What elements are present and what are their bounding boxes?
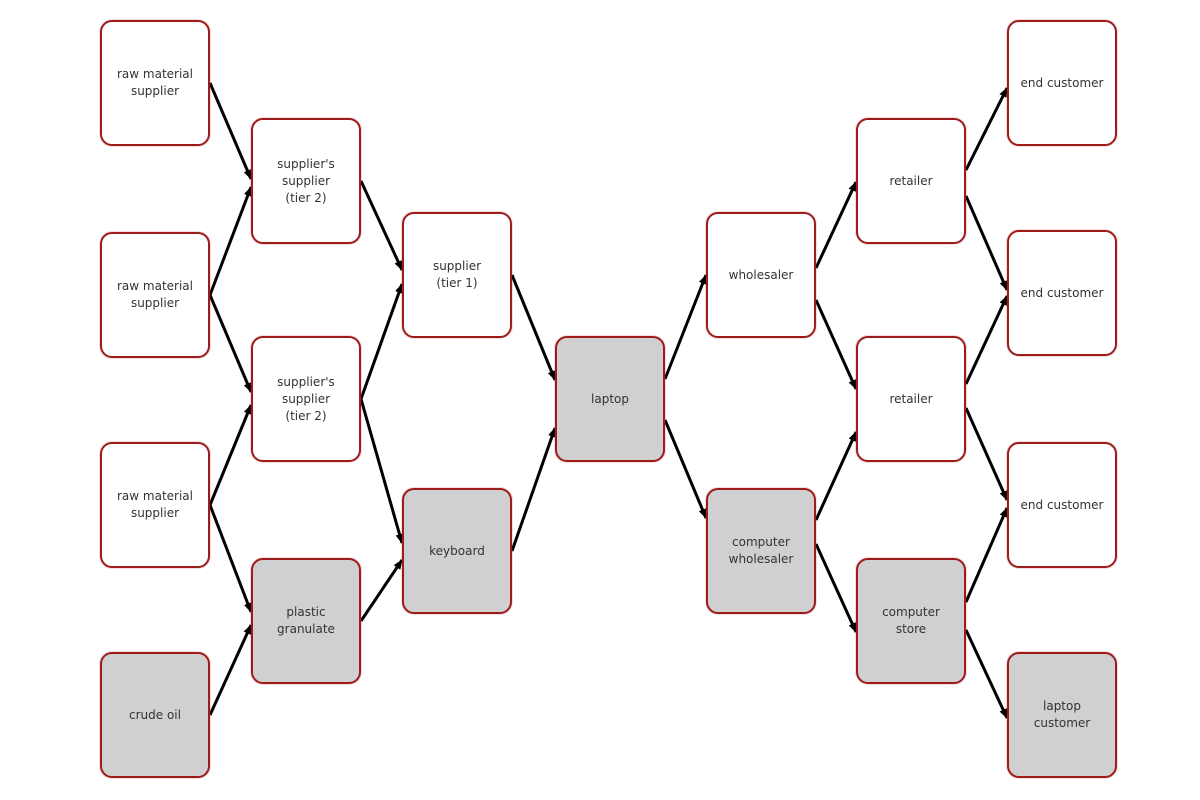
node-keyboard: keyboard bbox=[402, 488, 512, 614]
node-raw-material-supplier: raw material supplier bbox=[100, 20, 210, 146]
arrow-raw3-to-plastic bbox=[208, 504, 253, 613]
arrow-raw2-to-tier2a bbox=[208, 186, 253, 296]
arrow-tier2a-to-tier1 bbox=[359, 180, 404, 271]
arrow-laptop-to-computer-wholesaler bbox=[663, 419, 708, 519]
node-raw-material-supplier: raw material supplier bbox=[100, 232, 210, 358]
arrow-keyboard-to-laptop bbox=[510, 427, 557, 552]
arrow-store-to-end3 bbox=[964, 507, 1009, 603]
node-wholesaler: wholesaler bbox=[706, 212, 816, 338]
arrow-raw3-to-tier2b bbox=[208, 404, 253, 506]
node-retailer: retailer bbox=[856, 118, 966, 244]
node-end-customer: end customer bbox=[1007, 230, 1117, 356]
arrow-retailer-b-to-end3 bbox=[964, 407, 1009, 501]
arrow-compwholesaler-to-store bbox=[814, 543, 858, 633]
arrow-crude-to-plastic bbox=[208, 624, 253, 716]
arrow-store-to-laptop-customer bbox=[964, 629, 1009, 719]
node-computer-store: computer store bbox=[856, 558, 966, 684]
arrow-tier2b-to-keyboard bbox=[359, 398, 404, 544]
arrow-raw1-to-tier2a bbox=[208, 82, 253, 180]
node-plastic-granulate: plastic granulate bbox=[251, 558, 361, 684]
arrow-retailer-b-to-end2 bbox=[964, 295, 1009, 385]
node-raw-material-supplier: raw material supplier bbox=[100, 442, 210, 568]
node-end-customer: end customer bbox=[1007, 442, 1117, 568]
node-tier1-supplier: supplier (tier 1) bbox=[402, 212, 512, 338]
node-computer-wholesaler: computer wholesaler bbox=[706, 488, 816, 614]
arrow-retailer-a-to-end1 bbox=[964, 87, 1009, 171]
node-tier2-supplier: supplier's supplier (tier 2) bbox=[251, 336, 361, 462]
arrow-wholesaler-to-retailer-b bbox=[814, 299, 858, 390]
arrow-compwholesaler-to-retailer-b bbox=[814, 431, 858, 521]
node-crude-oil: crude oil bbox=[100, 652, 210, 778]
arrow-wholesaler-to-retailer-a bbox=[814, 181, 858, 269]
arrow-tier1-to-laptop bbox=[510, 274, 557, 381]
arrow-raw2-to-tier2b bbox=[208, 294, 253, 393]
arrow-laptop-to-wholesaler bbox=[663, 274, 708, 380]
node-retailer: retailer bbox=[856, 336, 966, 462]
arrow-retailer-a-to-end2 bbox=[964, 195, 1009, 291]
node-tier2-supplier: supplier's supplier (tier 2) bbox=[251, 118, 361, 244]
arrow-tier2b-to-tier1 bbox=[359, 283, 404, 400]
node-end-customer: end customer bbox=[1007, 20, 1117, 146]
node-laptop-customer: laptop customer bbox=[1007, 652, 1117, 778]
arrow-plastic-to-keyboard bbox=[359, 559, 404, 622]
node-laptop: laptop bbox=[555, 336, 665, 462]
